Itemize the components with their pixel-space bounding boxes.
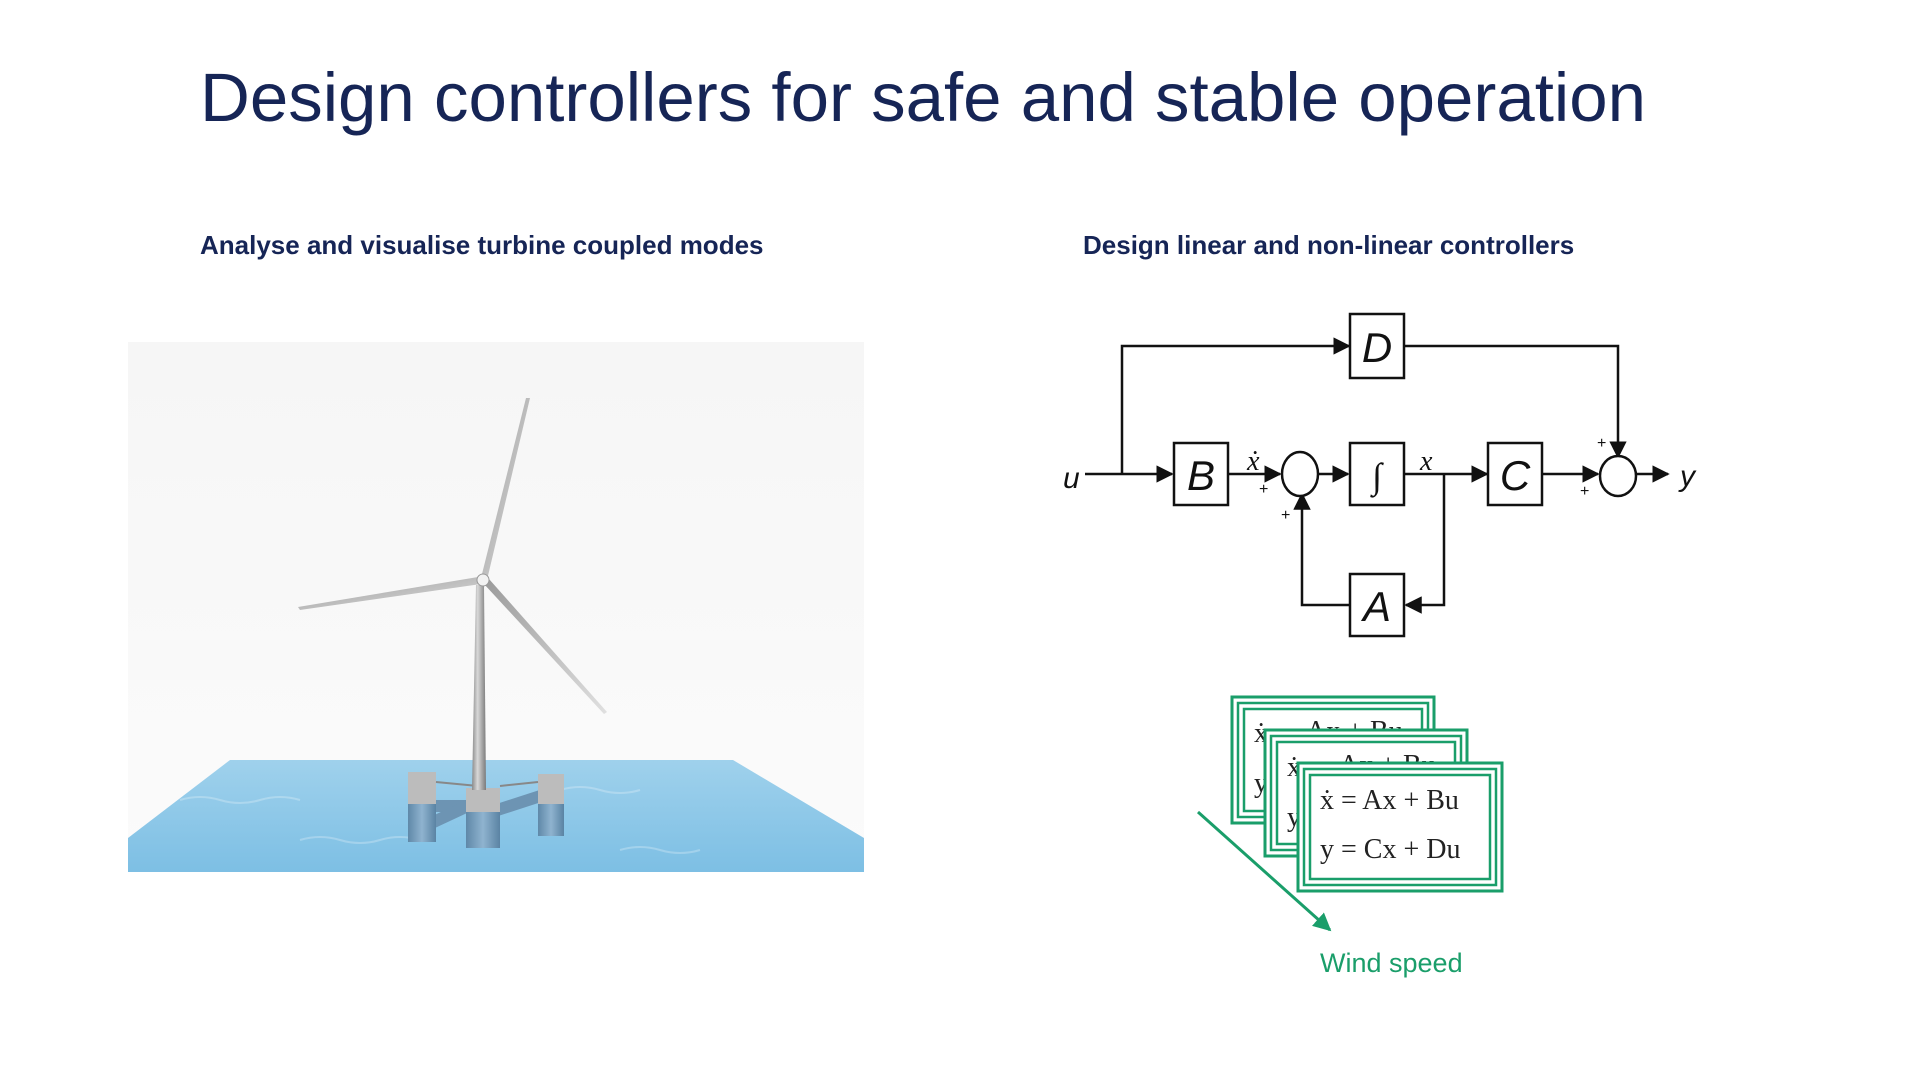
state-space-model-stack: ẋ Ax + Bu y ẋ Ax + Bu y ẋ = Ax + Bu y = … (1197, 695, 1504, 978)
signal-x: x (1419, 446, 1433, 477)
block-a (1348, 572, 1406, 638)
signal-u: u (1063, 462, 1080, 495)
wind-speed-label: Wind speed (1320, 948, 1463, 978)
turbine-blade-top (481, 398, 530, 580)
signal-x-dot: ẋ (1246, 446, 1260, 477)
block-d (1348, 312, 1406, 380)
summing-junction-output (1598, 454, 1638, 498)
slide-title: Design controllers for safe and stable o… (200, 59, 1647, 136)
plus-sign: + (1259, 481, 1268, 498)
block-integrator-label: ∫ (1370, 456, 1384, 498)
model-card-front: ẋ = Ax + Bu y = Cx + Du (1296, 761, 1504, 893)
block-d-label: D (1362, 324, 1392, 371)
left-section-heading: Analyse and visualise turbine coupled mo… (200, 230, 764, 260)
sea-ripples (179, 786, 701, 854)
floating-platform (408, 772, 564, 848)
block-b-label: B (1187, 452, 1215, 499)
turbine-tower (472, 585, 486, 790)
plus-sign: + (1597, 435, 1606, 452)
state-equation: ẋ = Ax + Bu (1320, 785, 1459, 816)
block-c (1486, 441, 1544, 507)
wind-speed-arrow (1197, 810, 1332, 932)
plus-sign: + (1281, 507, 1290, 524)
turbine-blade-left (298, 577, 481, 610)
block-c-label: C (1500, 452, 1531, 499)
turbine-visualization (128, 342, 864, 872)
output-equation: y = Cx + Du (1320, 834, 1460, 865)
block-integrator (1348, 441, 1406, 507)
state-space-block-diagram (1085, 312, 1670, 638)
block-b (1172, 441, 1230, 507)
plus-sign: + (1580, 483, 1589, 500)
turbine-hub (476, 573, 490, 587)
signal-y: y (1678, 460, 1697, 493)
turbine-blade-right (484, 579, 607, 714)
summing-junction-state (1280, 450, 1320, 498)
block-a-label: A (1360, 583, 1391, 630)
right-section-heading: Design linear and non-linear controllers (1083, 230, 1575, 260)
